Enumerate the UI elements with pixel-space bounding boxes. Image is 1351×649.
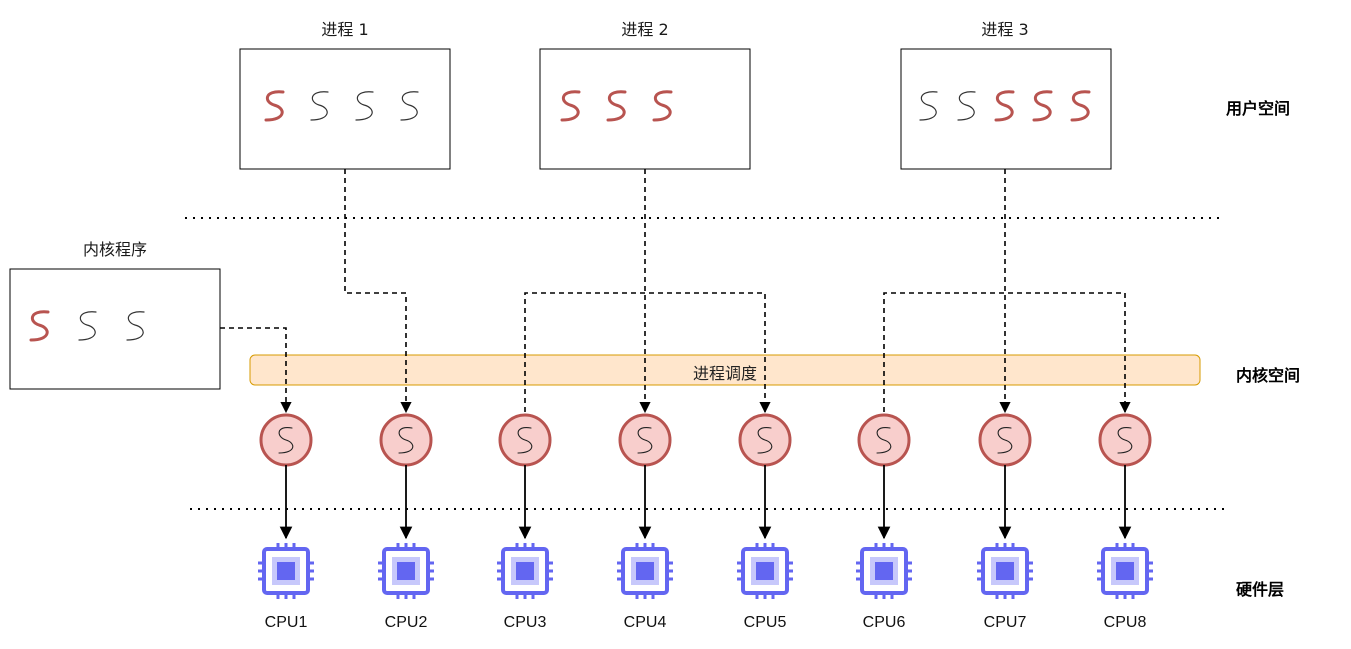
kernel-program-box (9, 268, 221, 390)
cpu-label: CPU2 (384, 614, 428, 631)
cpu-chip-icon (737, 543, 793, 599)
cpu-label: CPU7 (983, 614, 1027, 631)
idle-thread-icon (355, 91, 374, 121)
active-thread-icon (606, 90, 627, 122)
cpu-chip-icon (258, 543, 314, 599)
active-thread-icon (1070, 90, 1091, 122)
cpu-label: CPU4 (623, 614, 667, 631)
idle-thread-icon (957, 91, 976, 121)
process-1-box (239, 48, 451, 170)
kernel-thread-icon (876, 426, 892, 454)
cpu-chip-icon (378, 543, 434, 599)
idle-thread-icon (310, 91, 329, 121)
cpu-label: CPU8 (1103, 614, 1147, 631)
mapping-lines (220, 169, 1131, 414)
active-thread-icon (994, 90, 1015, 122)
cpu-chip-icon (1097, 543, 1153, 599)
kernel-program-to-cpu1-line (220, 327, 292, 414)
kernel-thread-icon (517, 426, 533, 454)
scheduler-label: 进程调度 (692, 364, 757, 383)
kernel-thread-icon (637, 426, 653, 454)
process-1-to-cpu2-line (344, 169, 412, 414)
kernel-thread-icon (398, 426, 414, 454)
idle-thread-icon (126, 311, 145, 341)
idle-thread-icon (919, 91, 938, 121)
active-thread-icon (1032, 90, 1053, 122)
cpu-label: CPU5 (743, 614, 787, 631)
active-thread-icon (652, 90, 673, 122)
process-3-label: 进程 3 (981, 20, 1029, 39)
scheduler-bar (249, 354, 1201, 386)
cpu-chip-icon (497, 543, 553, 599)
active-thread-icon (29, 310, 50, 342)
cpu-label: CPU6 (862, 614, 906, 631)
kernel-thread-icon (278, 426, 294, 454)
process-2-box (539, 48, 751, 170)
idle-thread-icon (78, 311, 97, 341)
cpu-chip-icon (856, 543, 912, 599)
cpu-label: CPU3 (503, 614, 547, 631)
kernel-thread-icon (1117, 426, 1133, 454)
process-3-box (900, 48, 1112, 170)
hardware-layer-label: 硬件层 (1236, 580, 1285, 599)
kernel-program-label: 内核程序 (82, 240, 148, 259)
kernel-space-label: 内核空间 (1236, 366, 1301, 385)
active-thread-icon (560, 90, 581, 122)
active-thread-icon (264, 90, 285, 122)
process-2-label: 进程 2 (621, 20, 669, 39)
user-space-label: 用户空间 (1226, 99, 1291, 118)
process-2-branch-line (524, 292, 771, 414)
kernel-thread-icon (997, 426, 1013, 454)
process-1-label: 进程 1 (321, 20, 369, 39)
kernel-thread-icon (757, 426, 773, 454)
cpu-label: CPU1 (264, 614, 308, 631)
cpu-chip-icon (977, 543, 1033, 599)
idle-thread-icon (400, 91, 419, 121)
cpu-chip-icon (617, 543, 673, 599)
